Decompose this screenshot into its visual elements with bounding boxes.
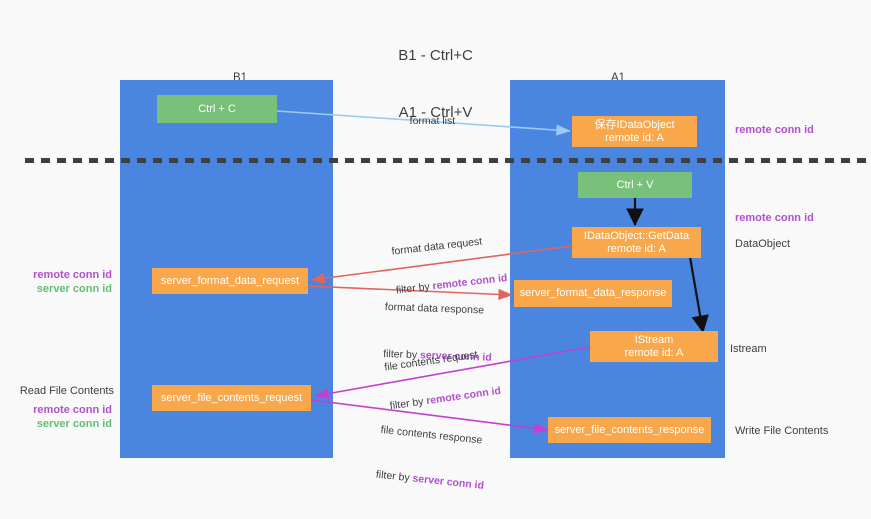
edge-filter-prefix-fcres: filter by — [375, 468, 414, 485]
node-idataobject-getdata-line1: IDataObject::GetData — [583, 229, 690, 242]
edge-label-format-list: format list — [398, 102, 456, 141]
annotation-left-read-file-contents: Read File Contents — [19, 385, 114, 397]
node-istream-line2: remote id: A — [624, 346, 684, 359]
node-server-file-contents-request-label: server_file_contents_request — [160, 391, 303, 404]
node-ctrl-c[interactable]: Ctrl + C — [157, 95, 277, 123]
node-server-format-data-response-label: server_format_data_response — [519, 287, 667, 299]
node-ctrl-v[interactable]: Ctrl + V — [578, 172, 692, 198]
node-server-format-data-request-label: server_format_data_request — [160, 274, 300, 287]
edge-label-format-data-request-text: format data request — [390, 235, 483, 258]
annotation-left-remote-conn-id: remote conn id — [33, 269, 112, 281]
edge-label-format-list-text: format list — [409, 115, 456, 127]
edge-label-file-contents-request-text: file contents request — [383, 348, 479, 374]
node-idataobject-saved-line2: remote id: A — [605, 131, 664, 144]
node-server-file-contents-request[interactable]: server_file_contents_request — [152, 385, 311, 411]
edge-label-file-contents-response-filter: filter by server conn id — [375, 469, 484, 493]
edge-label-file-contents-response: file contents response filter by server … — [373, 398, 492, 519]
node-ctrl-c-label: Ctrl + C — [198, 102, 236, 115]
annotation-right-dataobject: DataObject — [735, 238, 791, 250]
edge-label-format-data-response-text: format data response — [384, 300, 485, 317]
diagram-title-line1: B1 - Ctrl+C — [398, 47, 473, 64]
annotation-right-write-file-contents: Write File Contents — [735, 425, 829, 437]
node-idataobject-saved[interactable]: 保存IDataObject remote id: A — [572, 116, 697, 147]
node-server-format-data-response[interactable]: server_format_data_response — [514, 280, 672, 307]
annotation-left-server-conn-id-2: server conn id — [36, 418, 112, 430]
node-idataobject-getdata-line2: remote id: A — [607, 242, 666, 255]
node-server-file-contents-response-label: server_file_contents_response — [554, 423, 705, 436]
annotation-right-remote-conn-id-top: remote conn id — [735, 124, 814, 136]
annotation-right-remote-conn-id-mid: remote conn id — [735, 212, 814, 224]
node-server-file-contents-response[interactable]: server_file_contents_response — [548, 417, 711, 443]
node-idataobject-saved-line1: 保存IDataObject — [594, 118, 675, 131]
node-ctrl-v-label: Ctrl + V — [616, 178, 654, 191]
node-idataobject-getdata[interactable]: IDataObject::GetData remote id: A — [572, 227, 701, 258]
edge-label-file-contents-response-text: file contents response — [380, 423, 483, 447]
node-istream[interactable]: IStream remote id: A — [590, 331, 718, 362]
phase-divider — [25, 158, 871, 163]
annotation-left-server-conn-id: server conn id — [36, 283, 112, 295]
node-istream-line1: IStream — [634, 333, 674, 346]
edge-filter-key-fcres: server conn id — [411, 472, 485, 492]
node-server-format-data-request[interactable]: server_format_data_request — [152, 268, 308, 294]
diagram-canvas: B1 - Ctrl+C A1 - Ctrl+V B1 connection A1… — [19, 47, 871, 492]
annotation-right-istream: Istream — [730, 343, 767, 355]
annotation-left-remote-conn-id-2: remote conn id — [33, 404, 112, 416]
